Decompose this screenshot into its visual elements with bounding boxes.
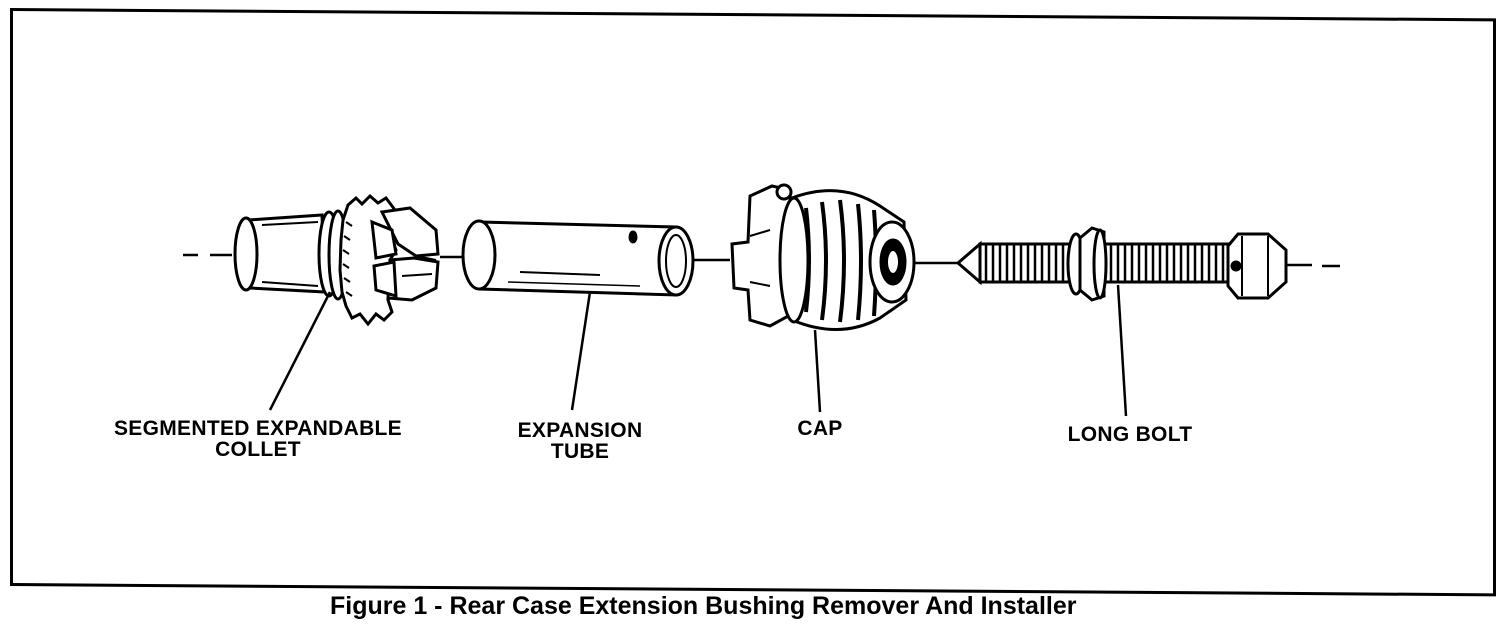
long-bolt-drawing <box>955 226 1288 302</box>
bolt-label-text: LONG BOLT <box>1067 423 1193 446</box>
bolt-label: LONG BOLT <box>1050 424 1210 445</box>
collet-drawing <box>233 193 440 327</box>
tube-label-line2: TUBE <box>550 440 610 463</box>
cap-drawing <box>730 183 916 331</box>
cap-leader-line <box>813 329 822 413</box>
cap-label: CAP <box>780 418 860 439</box>
figure-caption: Figure 1 - Rear Case Extension Bushing R… <box>330 592 1077 620</box>
bolt-leader-line <box>1116 284 1128 417</box>
tube-leader-line <box>570 291 592 411</box>
collet-label-line2: COLLET <box>215 438 301 461</box>
collet-label: SEGMENTED EXPANDABLE COLLET <box>108 418 408 460</box>
leader-lines <box>268 284 1128 417</box>
tube-label-line1: EXPANSION <box>517 419 643 442</box>
collet-leader-line <box>268 291 332 411</box>
tube-label: EXPANSION TUBE <box>500 420 660 462</box>
collet-label-line1: SEGMENTED EXPANDABLE <box>114 417 402 440</box>
expansion-tube-drawing <box>461 219 695 297</box>
cap-label-text: CAP <box>797 417 843 440</box>
